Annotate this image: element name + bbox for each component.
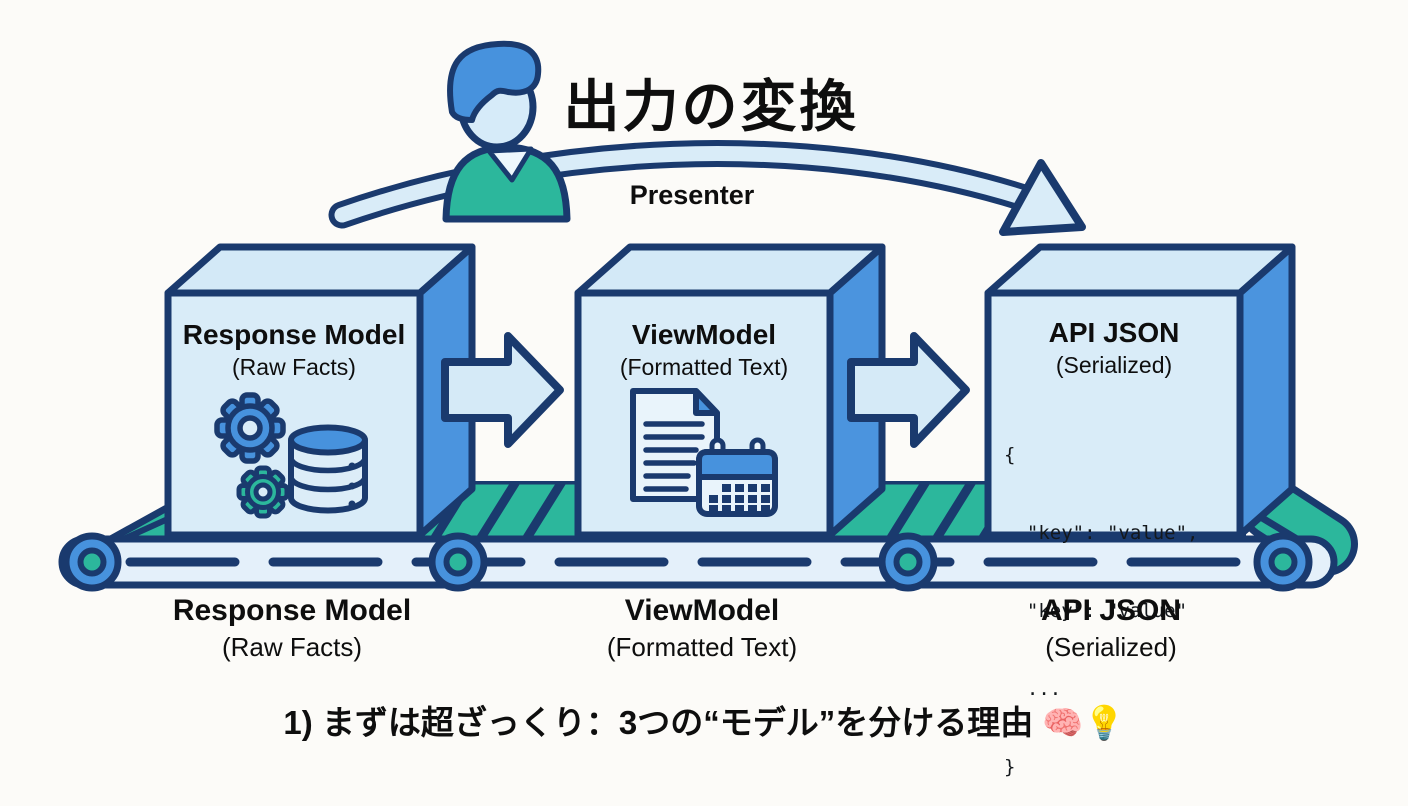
belt-label-title: Response Model xyxy=(172,594,412,627)
belt-label-subtitle: (Formatted Text) xyxy=(606,632,798,662)
calendar-icon xyxy=(696,437,778,517)
box-subtitle: (Formatted Text) xyxy=(619,354,789,380)
json-code-line: } xyxy=(1004,756,1016,778)
presenter-label: Presenter xyxy=(629,180,755,210)
gear-icon xyxy=(214,392,286,464)
belt-label-subtitle: (Serialized) xyxy=(1045,632,1177,662)
curved-arrow xyxy=(328,140,1086,236)
box-response-model xyxy=(164,243,476,539)
json-code-line: "key": "value", xyxy=(1004,522,1199,544)
caption: 1) まずは超ざっくり：3つの“モデル”を分ける理由 🧠💡 xyxy=(283,704,1125,741)
page-title: 出力の変換 xyxy=(563,75,859,138)
box-subtitle: (Serialized) xyxy=(1055,352,1173,378)
belt-label-response-model: Response Model (Raw Facts) xyxy=(132,592,452,666)
belt-label-title: API JSON xyxy=(1040,594,1182,627)
box-api-json xyxy=(984,243,1296,539)
json-code-line: ... xyxy=(1004,678,1062,700)
presenter-person-icon xyxy=(442,40,571,223)
belt-label-api-json: API JSON (Serialized) xyxy=(951,592,1271,666)
belt-label-viewmodel: ViewModel (Formatted Text) xyxy=(542,592,862,666)
box-subtitle: (Raw Facts) xyxy=(232,354,356,380)
json-code-line: { xyxy=(1004,444,1016,466)
json-code-snippet: { "key": "value", "key": "value" ... } xyxy=(1004,390,1234,806)
box-title: API JSON xyxy=(1048,317,1180,348)
belt-wheel xyxy=(62,532,122,592)
box-title: ViewModel xyxy=(631,319,777,350)
belt-wheel xyxy=(878,532,938,592)
diagram-stage: 出力の変換 Presenter Response Model (Raw Fact… xyxy=(58,40,1358,778)
belt-wheel xyxy=(428,532,488,592)
belt-label-title: ViewModel xyxy=(624,594,780,627)
box-face-label-api-json: API JSON (Serialized) xyxy=(988,316,1240,382)
box-viewmodel xyxy=(574,243,886,539)
json-code-line: "key": "value" xyxy=(1004,600,1188,622)
block-arrow-icon xyxy=(441,332,564,448)
gear-icon-small xyxy=(236,465,290,519)
diagram-art xyxy=(58,40,1358,592)
box-title: Response Model xyxy=(182,319,406,350)
database-icon xyxy=(288,424,368,514)
block-arrow-icon xyxy=(847,332,970,448)
belt-label-subtitle: (Raw Facts) xyxy=(221,632,363,662)
box-face-label-viewmodel: ViewModel (Formatted Text) xyxy=(578,318,830,384)
box-face-label-response-model: Response Model (Raw Facts) xyxy=(168,318,420,384)
belt-wheel xyxy=(1253,532,1313,592)
